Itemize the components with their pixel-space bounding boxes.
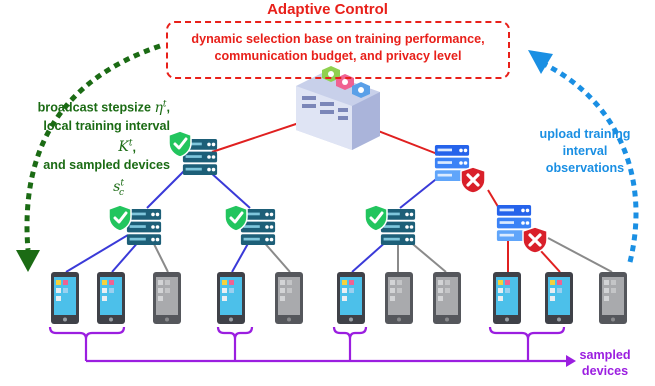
link-edge-left-sub2	[209, 171, 251, 209]
cloud-server-icon	[296, 66, 380, 150]
sampling-bus	[48, 326, 576, 367]
edge-server-left	[168, 130, 218, 175]
upload-arrow	[528, 50, 639, 263]
sub-server-3	[364, 204, 416, 245]
sub-server-2	[224, 204, 276, 245]
device-sampled-4	[217, 272, 245, 324]
device-sampled-1	[51, 272, 79, 324]
control-line-1: dynamic selection base on training perfo…	[191, 32, 485, 46]
device-unsampled-7	[385, 272, 413, 324]
upload-line-3: observations	[545, 161, 625, 175]
device-sampled-6	[337, 272, 365, 324]
broadcast-line-2: local training interval	[43, 118, 170, 133]
device-unsampled-8	[433, 272, 461, 324]
broadcast-line-1: broadcast stepsize ηt,	[37, 99, 170, 116]
device-row	[51, 272, 627, 324]
link-edge-left-sub1	[146, 169, 186, 209]
broadcast-devices-symbol: stc	[113, 178, 124, 198]
central-server	[296, 66, 380, 150]
x-badge-icon	[460, 166, 486, 194]
broadcast-line-3: and sampled devices	[43, 158, 170, 173]
x-badge-icon	[522, 226, 548, 254]
edge-server-right	[434, 145, 486, 194]
sub-server-1	[108, 204, 162, 245]
upload-line-1: upload training	[539, 127, 631, 141]
broadcast-annotation: broadcast stepsize ηt, local training in…	[0, 95, 170, 202]
device-unsampled-5	[275, 272, 303, 324]
control-line-2: communication budget, and privacy level	[214, 49, 462, 63]
trusted-server-icon	[126, 209, 162, 245]
device-sampled-2	[97, 272, 125, 324]
sampling-bracket-4	[488, 326, 566, 340]
upload-annotation: upload training interval observations	[520, 126, 650, 177]
broadcast-arrow	[16, 43, 161, 272]
sub-server-4	[496, 205, 548, 254]
device-sampled-9	[493, 272, 521, 324]
sampling-bracket-1	[48, 326, 126, 340]
device-unsampled-11	[599, 272, 627, 324]
sampling-bracket-2	[216, 326, 254, 340]
sampled-devices-label: sampled devices	[560, 347, 650, 379]
sampled-line-1: sampled	[579, 348, 631, 362]
device-sampled-10	[545, 272, 573, 324]
control-box-text: dynamic selection base on training perfo…	[166, 31, 510, 65]
upload-arrowhead-icon	[528, 50, 553, 74]
broadcast-interval-symbol: Kt,	[118, 138, 136, 156]
broadcast-arrowhead-icon	[16, 250, 40, 272]
device-unsampled-3	[153, 272, 181, 324]
sampled-line-2: devices	[581, 364, 629, 378]
upload-line-2: interval	[562, 144, 608, 158]
sampling-arrow-head	[566, 355, 576, 367]
adaptive-control-box	[166, 21, 510, 79]
sampling-bracket-3	[332, 326, 368, 340]
link-central-left	[211, 121, 303, 153]
diagram-title: Adaptive Control	[267, 1, 388, 18]
